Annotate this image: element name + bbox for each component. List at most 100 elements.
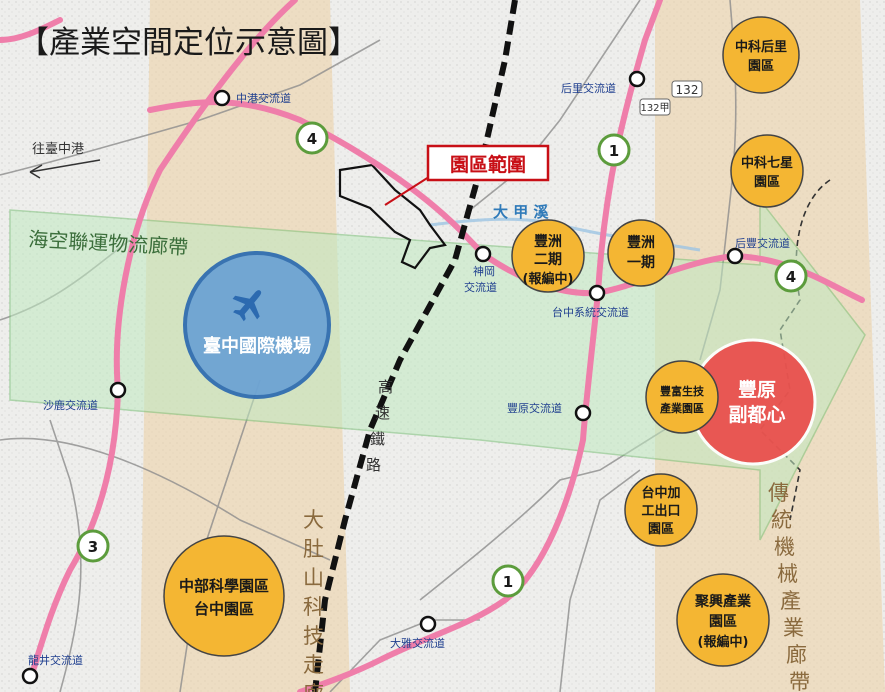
svg-text:機: 機 <box>774 535 795 559</box>
park-fengfu: 豐富生技 產業園區 <box>645 360 719 434</box>
svg-text:園區: 園區 <box>709 614 737 630</box>
svg-text:統: 統 <box>771 508 792 532</box>
svg-text:技: 技 <box>303 624 324 648</box>
park-export-zone: 台中加 工出口 園區 <box>624 473 698 547</box>
to-port-label: 往臺中港 <box>32 142 84 157</box>
svg-text:高: 高 <box>378 378 393 396</box>
svg-text:132甲: 132甲 <box>640 103 669 114</box>
high-speed-rail <box>312 0 518 692</box>
interchange-label-shalu: 沙鹿交流道 <box>43 398 98 412</box>
svg-text:大: 大 <box>303 508 324 532</box>
interchange-node-shalu <box>109 381 127 399</box>
svg-text:台中加: 台中加 <box>641 485 680 501</box>
interchange-nodes <box>21 70 744 685</box>
provincial-road-132a: 132甲 <box>639 98 671 116</box>
svg-text:(報編中): (報編中) <box>698 634 749 650</box>
svg-text:科: 科 <box>303 595 324 619</box>
svg-text:廊: 廊 <box>786 643 807 667</box>
interchange-label-daya: 大雅交流道 <box>390 636 445 650</box>
svg-text:中部科學園區: 中部科學園區 <box>179 577 269 595</box>
interchange-node-houfeng <box>726 247 744 265</box>
hsr-label: 高 速 鐵 路 <box>366 378 393 474</box>
interchange-label-shengang-1: 神岡 <box>473 264 495 278</box>
interchange-label-longjing: 龍井交流道 <box>28 653 83 667</box>
svg-text:園區: 園區 <box>748 58 774 74</box>
svg-text:豐洲: 豐洲 <box>534 233 562 250</box>
map-title: 【產業空間定位示意圖】 <box>18 25 359 61</box>
river-label: 大 甲 溪 <box>493 203 549 221</box>
park-boundary <box>338 163 447 270</box>
interchange-node-taichung-system <box>588 284 606 302</box>
route-marker-1-south: 1 <box>491 564 525 598</box>
svg-text:聚興產業: 聚興產業 <box>694 593 752 610</box>
svg-text:速: 速 <box>375 404 390 422</box>
interchange-label-shengang-2: 交流道 <box>464 280 497 294</box>
machinery-corridor-label: 傳 統 機 械 產 業 廊 帶 <box>768 481 810 692</box>
svg-text:產: 產 <box>780 589 801 613</box>
svg-text:產業園區: 產業園區 <box>659 401 704 415</box>
svg-text:業: 業 <box>783 616 804 640</box>
svg-text:肚: 肚 <box>303 537 324 561</box>
area-callout-leader <box>384 174 433 206</box>
interchange-node-houli <box>628 70 646 88</box>
interchange-label-houfeng: 后豐交流道 <box>735 236 790 250</box>
svg-text:園區: 園區 <box>754 174 780 190</box>
svg-text:走: 走 <box>303 653 324 677</box>
park-houli: 中科后里 園區 <box>722 16 800 94</box>
interchange-label-taichung-system: 台中系統交流道 <box>552 305 629 319</box>
svg-text:中科七星: 中科七星 <box>741 155 793 171</box>
svg-text:路: 路 <box>366 456 381 474</box>
interchange-node-daya <box>419 615 437 633</box>
svg-text:(報編中): (報編中) <box>523 271 574 287</box>
park-qixing: 中科七星 園區 <box>730 134 804 208</box>
sub-center-label-2: 副都心 <box>728 404 785 426</box>
highway-1 <box>297 0 663 692</box>
svg-text:4: 4 <box>786 268 796 286</box>
sub-center-label-1: 豐原 <box>738 378 776 401</box>
tech-corridor-label: 大 肚 山 科 技 走 廊 <box>303 508 324 692</box>
svg-text:二期: 二期 <box>534 252 562 268</box>
airplane-icon <box>232 290 262 322</box>
svg-text:傳: 傳 <box>768 481 789 505</box>
svg-text:廊: 廊 <box>303 682 324 692</box>
park-fengzhou-2: 豐洲 二期 (報編中) <box>511 219 585 293</box>
highways <box>0 0 865 692</box>
svg-text:中科后里: 中科后里 <box>735 39 787 55</box>
svg-text:1: 1 <box>609 142 619 160</box>
park-ctsp: 中部科學園區 台中園區 <box>163 535 285 657</box>
svg-text:鐵: 鐵 <box>370 430 385 448</box>
svg-text:山: 山 <box>303 566 324 590</box>
highway-3 <box>27 0 298 683</box>
area-callout-label: 園區範圍 <box>450 153 526 176</box>
svg-text:豐富生技: 豐富生技 <box>660 384 705 398</box>
interchange-label-fengyuan: 豐原交流道 <box>507 401 562 415</box>
svg-text:園區: 園區 <box>648 521 674 537</box>
svg-text:4: 4 <box>307 130 317 148</box>
svg-text:132: 132 <box>676 83 699 97</box>
route-marker-3: 3 <box>76 529 110 563</box>
interchange-label-zhonggang: 中港交流道 <box>236 91 291 105</box>
secondary-roads <box>0 0 737 692</box>
interchange-node-fengyuan <box>574 404 592 422</box>
interchange-label-houli: 后里交流道 <box>561 81 616 95</box>
provincial-road-132: 132 <box>671 80 703 98</box>
interchange-node-longjing <box>21 667 39 685</box>
park-fengzhou-1: 豐洲 一期 <box>607 219 675 287</box>
svg-text:械: 械 <box>777 562 798 586</box>
svg-text:工出口: 工出口 <box>641 503 680 519</box>
route-marker-1-north: 1 <box>597 133 631 167</box>
route-marker-4-west: 4 <box>295 121 329 155</box>
svg-text:帶: 帶 <box>789 670 810 692</box>
airport-circle <box>183 251 331 399</box>
airport-label: 臺中國際機場 <box>203 335 311 357</box>
interchange-node-shengang <box>474 245 492 263</box>
svg-text:一期: 一期 <box>627 255 655 271</box>
area-callout-box <box>426 144 550 182</box>
svg-text:3: 3 <box>88 538 98 556</box>
svg-text:1: 1 <box>503 573 513 591</box>
to-port-arrow <box>29 159 101 179</box>
park-juxing: 聚興產業 園區 (報編中) <box>676 573 770 667</box>
route-marker-4-east: 4 <box>774 259 808 293</box>
interchange-node-zhonggang <box>213 89 231 107</box>
